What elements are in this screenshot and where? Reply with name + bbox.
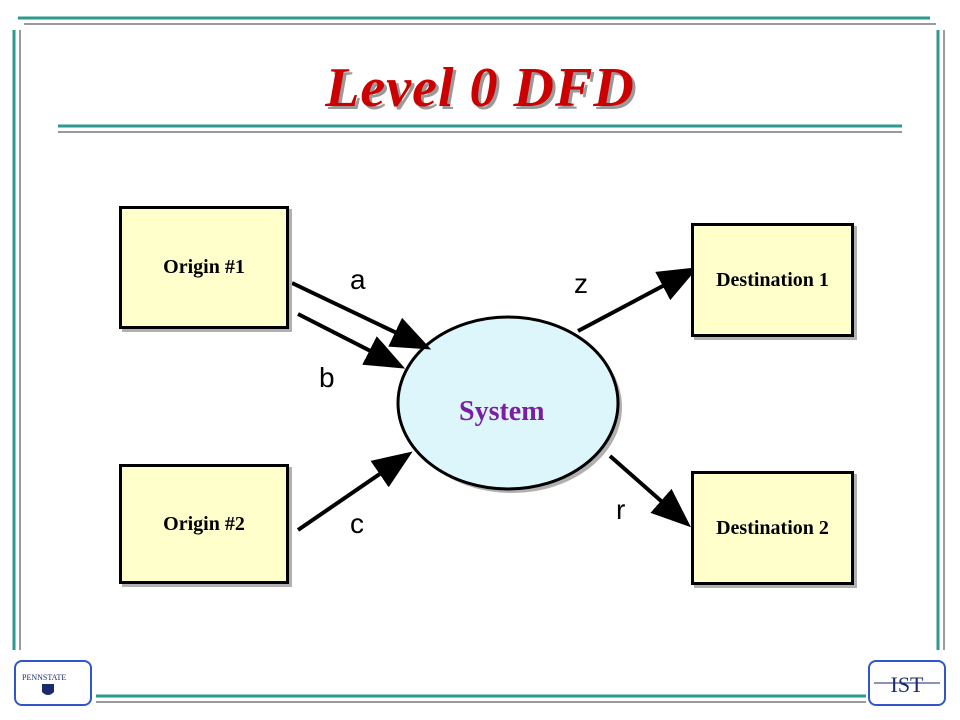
ist-logo-text: IST	[891, 672, 925, 697]
flow-b-arrow	[297, 312, 406, 369]
system-process-label: System	[459, 396, 545, 427]
flow-label-r: r	[616, 494, 626, 525]
flow-label-z: z	[574, 268, 588, 299]
flow-label-a: a	[350, 264, 366, 295]
flow-label-b: b	[319, 362, 335, 393]
entity-origin-2: Origin #2	[119, 464, 289, 584]
ist-logo: IST	[868, 660, 946, 706]
pennstate-logo: PENNSTATE	[14, 660, 92, 706]
flow-r-arrow	[608, 454, 692, 528]
slide-title: Level 0 DFD	[325, 57, 635, 119]
flow-c-arrow	[296, 451, 413, 532]
entity-destination-2: Destination 2	[691, 471, 854, 585]
flow-z-arrow	[577, 267, 699, 333]
entity-origin-1: Origin #1	[119, 206, 289, 329]
system-process-ellipse	[396, 315, 620, 491]
flow-label-c: c	[350, 508, 364, 539]
entity-destination-1: Destination 1	[691, 223, 854, 337]
pennstate-logo-text: PENNSTATE	[22, 673, 66, 682]
flow-a-arrow	[291, 281, 432, 350]
